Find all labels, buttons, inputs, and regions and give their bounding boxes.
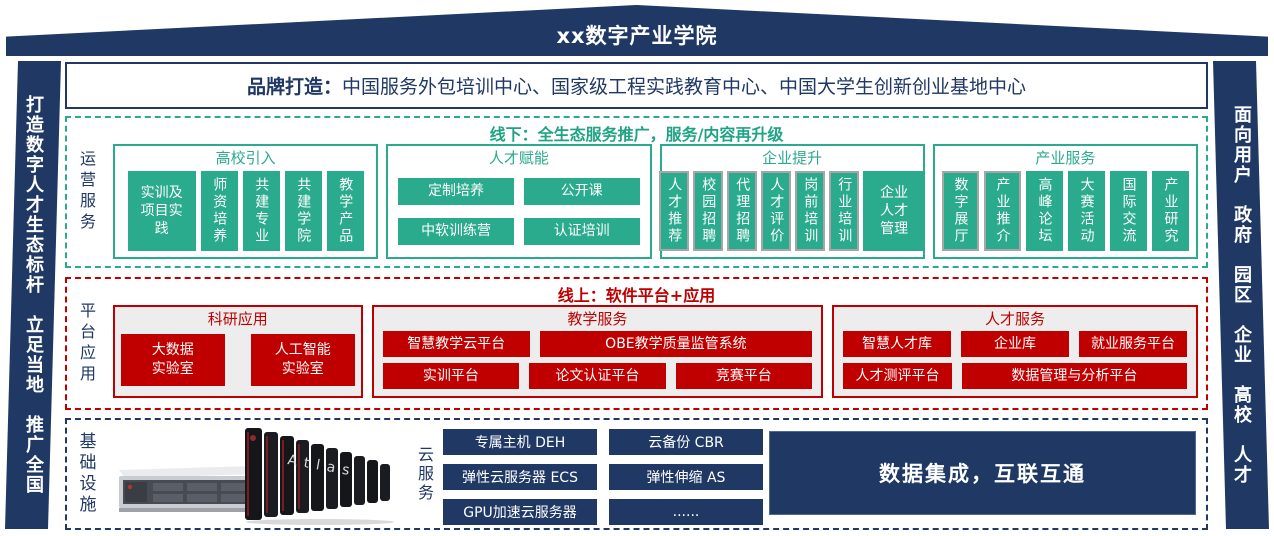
atlas-server-image: Atlas bbox=[245, 428, 394, 525]
online-item: 企业库 bbox=[961, 331, 1070, 357]
brand-building-box: 品牌打造： 中国服务外包培训中心、国家级工程实践教育中心、中国大学生创新创业基地… bbox=[65, 62, 1208, 109]
group-industry-services: 产业服务 数字展厅 产业推介 高峰论坛 大赛活动 国际交流 产业研究 bbox=[932, 144, 1198, 259]
offline-item: 高峰论坛 bbox=[1025, 171, 1063, 251]
online-item: 竞赛平台 bbox=[675, 363, 813, 389]
online-item: OBE教学质量监管系统 bbox=[539, 331, 813, 357]
group-items: 实训及 项目实 践 师资培养 共建专业 共建学院 教学产品 bbox=[121, 171, 370, 251]
rack-server-image bbox=[119, 466, 259, 512]
offline-services-section: 线下：全生态服务推广，服务/内容再升级 运营服务 高校引入 实训及 项目实 践 … bbox=[65, 116, 1208, 268]
group-university-intro: 高校引入 实训及 项目实 践 师资培养 共建专业 共建学院 教学产品 bbox=[113, 144, 379, 259]
online-item: 人工智能 实验室 bbox=[250, 333, 355, 386]
offline-groups: 高校引入 实训及 项目实 践 师资培养 共建专业 共建学院 教学产品 人才赋能 … bbox=[113, 144, 1198, 259]
offline-item: 共建学院 bbox=[284, 171, 322, 251]
offline-item: 产业推介 bbox=[983, 171, 1021, 251]
offline-item: 公开课 bbox=[523, 177, 640, 205]
item-row: 智慧教学云平台 OBE教学质量监管系统 bbox=[382, 331, 813, 357]
left-slogan-bar: 打造数字人才生态标杆 立足当地 推广全国 bbox=[5, 61, 61, 529]
offline-item: 师资培养 bbox=[200, 171, 238, 251]
right-audience-bar: 面向用户 政府 园区 企业 高校 人才 bbox=[1213, 61, 1269, 529]
online-groups: 科研应用 大数据 实验室 人工智能 实验室 教学服务 智慧教学云平台 OBE教学… bbox=[113, 305, 1198, 398]
offline-item: 国际交流 bbox=[1109, 171, 1147, 251]
online-item: 实训平台 bbox=[382, 363, 520, 389]
online-item: 论文认证平台 bbox=[529, 363, 666, 389]
group-items: 人才推荐 校园招聘 代理招聘 人才评价 岗前培训 行业培训 企业 人才 管理 bbox=[659, 171, 926, 251]
group-title: 人才赋能 bbox=[488, 149, 549, 167]
online-item: 智慧教学云平台 bbox=[382, 331, 530, 357]
group-title: 科研应用 bbox=[207, 310, 268, 328]
offline-section-header: 线下：全生态服务推广，服务/内容再升级 bbox=[489, 125, 784, 144]
group-title: 高校引入 bbox=[215, 149, 276, 167]
group-enterprise-upgrade: 企业提升 人才推荐 校园招聘 代理招聘 人才评价 岗前培训 行业培训 企业 人才… bbox=[659, 144, 926, 259]
group-items: 智慧教学云平台 OBE教学质量监管系统 实训平台 论文认证平台 竞赛平台 bbox=[382, 331, 813, 389]
group-title: 教学服务 bbox=[567, 310, 628, 328]
group-items: 大数据 实验室 人工智能 实验室 bbox=[115, 331, 361, 388]
cloud-service-item: GPU加速云服务器 bbox=[443, 499, 597, 525]
group-talent-empowerment: 人才赋能 定制培养 公开课 中软训练营 认证培训 bbox=[386, 144, 652, 259]
offline-item: 代理招聘 bbox=[727, 171, 758, 251]
item-row: 智慧人才库 企业库 就业服务平台 bbox=[843, 331, 1188, 357]
online-side-label: 平台应用 bbox=[77, 301, 96, 386]
group-items: 定制培养 公开课 中软训练营 认证培训 bbox=[398, 171, 640, 251]
group-teaching-services: 教学服务 智慧教学云平台 OBE教学质量监管系统 实训平台 论文认证平台 竞赛平… bbox=[371, 305, 824, 398]
offline-item: 实训及 项目实 践 bbox=[127, 171, 196, 251]
cloud-service-item: ...... bbox=[609, 499, 763, 525]
group-items: 数字展厅 产业推介 高峰论坛 大赛活动 国际交流 产业研究 bbox=[941, 171, 1190, 251]
offline-item: 中软训练营 bbox=[398, 217, 514, 245]
data-integration-box: 数据集成，互联互通 bbox=[769, 431, 1196, 515]
online-item: 数据管理与分析平台 bbox=[961, 363, 1187, 389]
online-platform-section: 线上：软件平台+应用 平台应用 科研应用 大数据 实验室 人工智能 实验室 教学… bbox=[65, 277, 1208, 410]
offline-item: 认证培训 bbox=[523, 217, 640, 245]
cloud-service-item: 弹性伸缩 AS bbox=[609, 464, 763, 490]
brand-centers-text: 中国服务外包培训中心、国家级工程实践教育中心、中国大学生创新创业基地中心 bbox=[342, 76, 1027, 98]
item-row: 人才测评平台 数据管理与分析平台 bbox=[843, 363, 1187, 389]
cloud-service-item: 专属主机 DEH bbox=[443, 429, 597, 455]
group-title: 人才服务 bbox=[985, 310, 1046, 328]
cloud-service-item: 弹性云服务器 ECS bbox=[443, 464, 597, 490]
offline-item: 企业 人才 管理 bbox=[863, 171, 926, 251]
offline-item: 定制培养 bbox=[398, 177, 514, 205]
top-banner: xx数字产业学院 bbox=[6, 5, 1268, 56]
offline-item: 人才评价 bbox=[761, 171, 792, 251]
online-item: 智慧人才库 bbox=[843, 331, 952, 357]
offline-item: 岗前培训 bbox=[795, 171, 826, 251]
offline-item: 数字展厅 bbox=[941, 171, 979, 251]
page-title: xx数字产业学院 bbox=[556, 24, 718, 48]
infrastructure-side-label: 基础设施 bbox=[75, 432, 96, 516]
group-talent-services: 人才服务 智慧人才库 企业库 就业服务平台 人才测评平台 数据管理与分析平台 bbox=[832, 305, 1198, 398]
online-item: 就业服务平台 bbox=[1079, 331, 1188, 357]
cloud-services-label: 云服务 bbox=[415, 445, 434, 503]
group-research-apps: 科研应用 大数据 实验室 人工智能 实验室 bbox=[113, 305, 363, 398]
offline-item: 大赛活动 bbox=[1067, 171, 1105, 251]
right-audience-text: 面向用户 政府 园区 企业 高校 人才 bbox=[1231, 105, 1252, 485]
infrastructure-section: 基础设施 bbox=[65, 418, 1208, 530]
group-title: 产业服务 bbox=[1035, 149, 1096, 167]
cloud-service-item: 云备份 CBR bbox=[609, 429, 763, 455]
online-item: 人才测评平台 bbox=[843, 363, 952, 389]
item-row: 实训平台 论文认证平台 竞赛平台 bbox=[382, 363, 813, 389]
offline-item: 人才推荐 bbox=[659, 171, 690, 251]
offline-item: 教学产品 bbox=[326, 171, 364, 251]
online-item: 大数据 实验室 bbox=[120, 333, 225, 386]
offline-item: 共建专业 bbox=[242, 171, 280, 251]
offline-item: 产业研究 bbox=[1151, 171, 1189, 251]
offline-item: 行业培训 bbox=[829, 171, 860, 251]
cloud-services-grid: 专属主机 DEH 云备份 CBR 弹性云服务器 ECS 弹性伸缩 AS GPU加… bbox=[443, 429, 763, 525]
online-section-header: 线上：软件平台+应用 bbox=[557, 286, 716, 305]
left-slogan-text: 打造数字人才生态标杆 立足当地 推广全国 bbox=[23, 95, 44, 495]
offline-side-label: 运营服务 bbox=[77, 150, 96, 234]
offline-item: 校园招聘 bbox=[693, 171, 724, 251]
group-title: 企业提升 bbox=[762, 149, 823, 167]
brand-label: 品牌打造： bbox=[246, 76, 342, 98]
group-items: 智慧人才库 企业库 就业服务平台 人才测评平台 数据管理与分析平台 bbox=[843, 331, 1188, 389]
